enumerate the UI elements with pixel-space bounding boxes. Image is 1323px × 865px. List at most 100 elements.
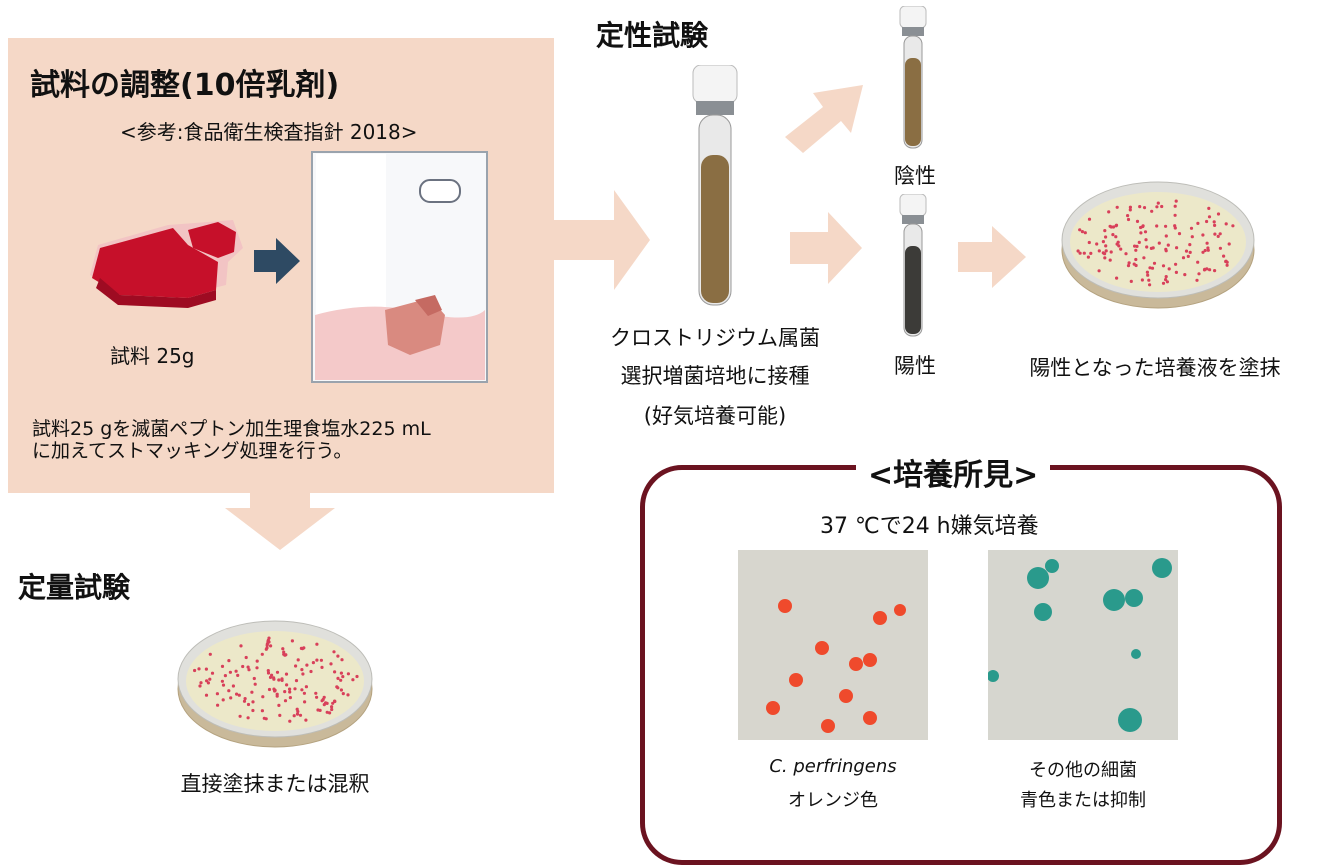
colony xyxy=(1045,559,1059,573)
colony-dot xyxy=(204,667,208,671)
colony-dot xyxy=(1216,234,1220,238)
colony-dot xyxy=(1213,232,1217,236)
colony-dot xyxy=(1190,235,1194,239)
colony xyxy=(766,701,780,715)
colony-dot xyxy=(1104,249,1108,253)
colony-dot xyxy=(298,713,303,717)
quantitative-title: 定量試験 xyxy=(18,571,131,604)
negative-label: 陰性 xyxy=(894,164,936,188)
colony xyxy=(821,719,835,733)
colony-dot xyxy=(300,688,304,692)
colony-dot xyxy=(339,671,343,675)
colony xyxy=(1131,649,1141,659)
prep-description-2: に加えてストマッキング処理を行う。 xyxy=(32,440,353,462)
colony-dot xyxy=(330,705,334,709)
right-species-label: その他の細菌 xyxy=(1029,760,1137,781)
colony-dot xyxy=(1164,247,1168,251)
colony-dot xyxy=(293,687,297,691)
colony-dot xyxy=(341,692,345,696)
colony-dot xyxy=(300,668,304,672)
colony-dot xyxy=(1146,273,1150,277)
colony-dot xyxy=(1173,204,1177,208)
colony-dot xyxy=(1174,270,1178,274)
colony-dot xyxy=(1138,205,1142,209)
colony-dot xyxy=(290,639,294,643)
colony-dot xyxy=(288,687,292,691)
colony-dot xyxy=(221,683,226,687)
colony-dot xyxy=(1078,251,1082,255)
colony-dot xyxy=(1128,205,1132,209)
colony-dot xyxy=(294,664,298,668)
colony-dot xyxy=(193,668,197,673)
colony-dot xyxy=(208,652,212,656)
medium-line-3: (好気培養可能) xyxy=(643,404,787,428)
colony-dot xyxy=(1156,201,1160,205)
colony-dot xyxy=(283,699,288,703)
colony-dot xyxy=(215,692,219,696)
colony-dot xyxy=(1078,228,1082,232)
right-color-label: 青色または抑制 xyxy=(1020,790,1146,811)
colony xyxy=(1034,603,1052,621)
colony-dot xyxy=(1089,251,1093,255)
colony-dot xyxy=(267,636,271,640)
colony-dot xyxy=(339,678,343,682)
colony-dot xyxy=(1148,283,1152,287)
colony-dot xyxy=(315,642,319,646)
colony-dot xyxy=(1103,229,1107,233)
colony-dot xyxy=(341,675,345,679)
colony-dot xyxy=(272,687,276,691)
sample-weight-label: 試料 25g xyxy=(110,344,195,368)
colony-dot xyxy=(284,672,289,676)
colony-dot xyxy=(1137,240,1141,244)
colony-dot xyxy=(331,701,335,705)
colony-dot xyxy=(1109,250,1113,254)
colony xyxy=(1103,589,1125,611)
colony-dot xyxy=(1203,248,1207,253)
arrow-icon xyxy=(785,85,863,153)
colony-dot xyxy=(1104,244,1108,248)
colony-dot xyxy=(355,674,359,679)
colony-dot xyxy=(1101,240,1105,244)
colony-dot xyxy=(1127,261,1131,265)
colony-dot xyxy=(1177,232,1182,236)
colony-dot xyxy=(1087,217,1092,221)
colony-dot xyxy=(266,671,271,675)
colony-dot xyxy=(296,709,300,714)
colony-dot xyxy=(235,692,239,696)
colony-dot xyxy=(1139,231,1143,235)
colony-dot xyxy=(1195,278,1199,282)
quant-plate-label: 直接塗抹または混釈 xyxy=(180,772,370,796)
colony-dot xyxy=(1160,204,1164,209)
colony-dot xyxy=(269,644,273,648)
colony-dot xyxy=(1201,233,1205,237)
colony-dot xyxy=(1155,205,1159,209)
colony-dot xyxy=(1175,246,1179,250)
colony-dot xyxy=(264,647,268,651)
colony-dot xyxy=(1205,219,1209,224)
colony-dot xyxy=(1227,242,1231,246)
colony-dot xyxy=(1167,267,1171,271)
colony-dot xyxy=(1115,276,1119,280)
colony-dot xyxy=(1148,266,1152,270)
colony-dot xyxy=(1188,243,1192,247)
colony-dot xyxy=(246,716,250,720)
colony-dot xyxy=(251,700,255,704)
colony-dot xyxy=(1152,261,1157,265)
colony xyxy=(1152,558,1172,578)
colony-dot xyxy=(1080,230,1084,234)
arrow-icon xyxy=(790,212,862,284)
colony-dot xyxy=(339,688,343,692)
colony xyxy=(988,670,999,682)
colony xyxy=(873,611,887,625)
colony-dot xyxy=(227,689,231,693)
left-species-label: C. perfringens xyxy=(769,756,897,777)
colony-dot xyxy=(1207,206,1211,210)
colony xyxy=(1125,589,1143,607)
colony-dot xyxy=(1115,205,1119,209)
colony-dot xyxy=(1119,247,1123,251)
colony-dot xyxy=(336,654,340,658)
colony-dot xyxy=(1205,241,1209,245)
colony-dot xyxy=(295,712,300,716)
medium-line-1: クロストリジウム属菌 xyxy=(610,326,820,350)
colony-dot xyxy=(247,668,251,672)
